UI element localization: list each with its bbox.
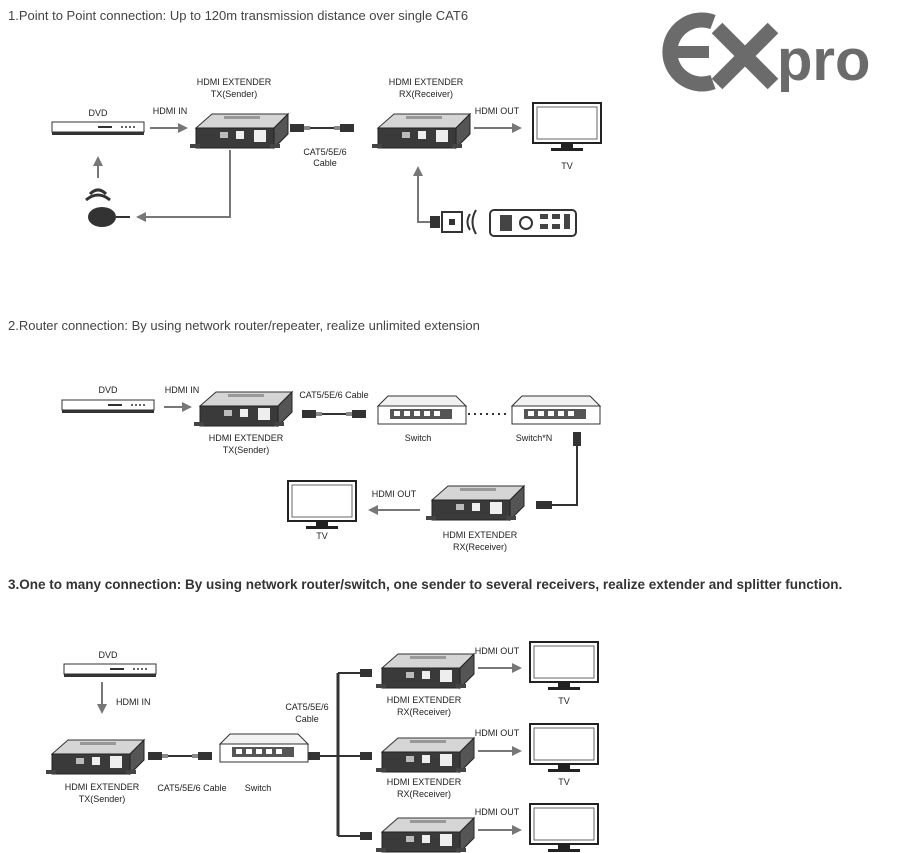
cable-label-2: Cable	[295, 714, 319, 724]
rx-extender-icon	[375, 653, 475, 689]
logo-text: pro	[777, 28, 870, 93]
cable-icon	[301, 409, 367, 419]
section-1-heading: 1.Point to Point connection: Up to 120m …	[8, 8, 469, 23]
tv-icon	[287, 480, 357, 530]
section-1-diagram: DVD HDMI IN HDMI EXTENDER TX(Sender) CAT…	[51, 77, 602, 237]
cable-label: CAT5/5E/6 Cable	[299, 390, 368, 400]
tx-sender-label: TX(Sender)	[211, 89, 258, 99]
dvd-label: DVD	[98, 385, 118, 395]
rx-extender-icon	[375, 737, 475, 773]
dvd-label: DVD	[88, 108, 108, 118]
tv-label: TV	[316, 531, 328, 541]
hdmi-in-label: HDMI IN	[116, 697, 151, 707]
tx-extender-icon	[189, 113, 289, 149]
hdmi-out-label: HDMI OUT	[475, 646, 520, 656]
rx-receiver-label: RX(Receiver)	[453, 542, 507, 552]
rx-extender-label: HDMI EXTENDER	[443, 530, 518, 540]
tv-label: TV	[558, 696, 570, 706]
dvd-label: DVD	[98, 650, 118, 660]
tx-extender-icon	[45, 739, 145, 775]
rx-receiver-label: RX(Receiver)	[397, 789, 451, 799]
tv-icon	[529, 641, 599, 691]
dvd-player-icon	[51, 121, 145, 136]
wireless-signal-icon	[85, 188, 111, 202]
hdmi-out-label: HDMI OUT	[475, 728, 520, 738]
rx-receiver-label: RX(Receiver)	[397, 707, 451, 717]
dvd-player-icon	[63, 663, 157, 678]
section-2-heading: 2.Router connection: By using network ro…	[8, 318, 480, 333]
dvd-player-icon	[61, 399, 155, 414]
tv-label: TV	[561, 161, 573, 171]
rx-extender-icon	[425, 485, 525, 521]
cable-icon	[147, 751, 213, 761]
tx-sender-label: TX(Sender)	[223, 445, 270, 455]
cable-label: CAT5/5E/6 Cable	[157, 783, 226, 793]
hdmi-out-label: HDMI OUT	[372, 489, 417, 499]
hdmi-out-label: HDMI OUT	[475, 807, 520, 817]
rx-extender-label: HDMI EXTENDER	[387, 777, 462, 787]
tx-extender-label: HDMI EXTENDER	[209, 433, 284, 443]
rx-extender-label: HDMI EXTENDER	[387, 695, 462, 705]
switch-icon	[377, 395, 467, 425]
cable-label-1: CAT5/5E/6	[303, 147, 346, 157]
ir-receiver-icon	[88, 207, 116, 227]
section-3-diagram: DVD HDMI IN HDMI EXTENDER TX(Sender) CAT…	[45, 641, 599, 853]
rx-extender-label: HDMI EXTENDER	[389, 77, 464, 87]
rx-extender-icon	[371, 113, 471, 149]
cable-label-2: Cable	[313, 158, 337, 168]
tx-extender-icon	[193, 391, 293, 427]
hdmi-in-label: HDMI IN	[153, 106, 188, 116]
rx-receiver-label: RX(Receiver)	[399, 89, 453, 99]
switch-n-icon	[511, 395, 601, 425]
expro-logo: pro	[662, 12, 870, 93]
tv-icon	[532, 102, 602, 152]
switch-label: Switch	[245, 783, 272, 793]
cable-icon	[289, 123, 355, 133]
ir-emitter-icon	[430, 216, 440, 228]
tx-extender-label: HDMI EXTENDER	[65, 782, 140, 792]
tv-icon	[529, 803, 599, 853]
cable-label-1: CAT5/5E/6	[285, 702, 328, 712]
tx-extender-label: HDMI EXTENDER	[197, 77, 272, 87]
switch-n-label: Switch*N	[516, 433, 553, 443]
rx-extender-icon	[375, 817, 475, 853]
tv-icon	[529, 723, 599, 773]
tx-sender-label: TX(Sender)	[79, 794, 126, 804]
section-2-diagram: DVD HDMI IN HDMI EXTENDER TX(Sender) CAT…	[61, 385, 601, 552]
section-3-heading: 3.One to many connection: By using netwo…	[8, 577, 843, 592]
hdmi-out-label: HDMI OUT	[475, 106, 520, 116]
switch-icon	[219, 733, 309, 763]
tv-label: TV	[558, 777, 570, 787]
switch-label: Switch	[405, 433, 432, 443]
hdmi-in-label: HDMI IN	[165, 385, 200, 395]
